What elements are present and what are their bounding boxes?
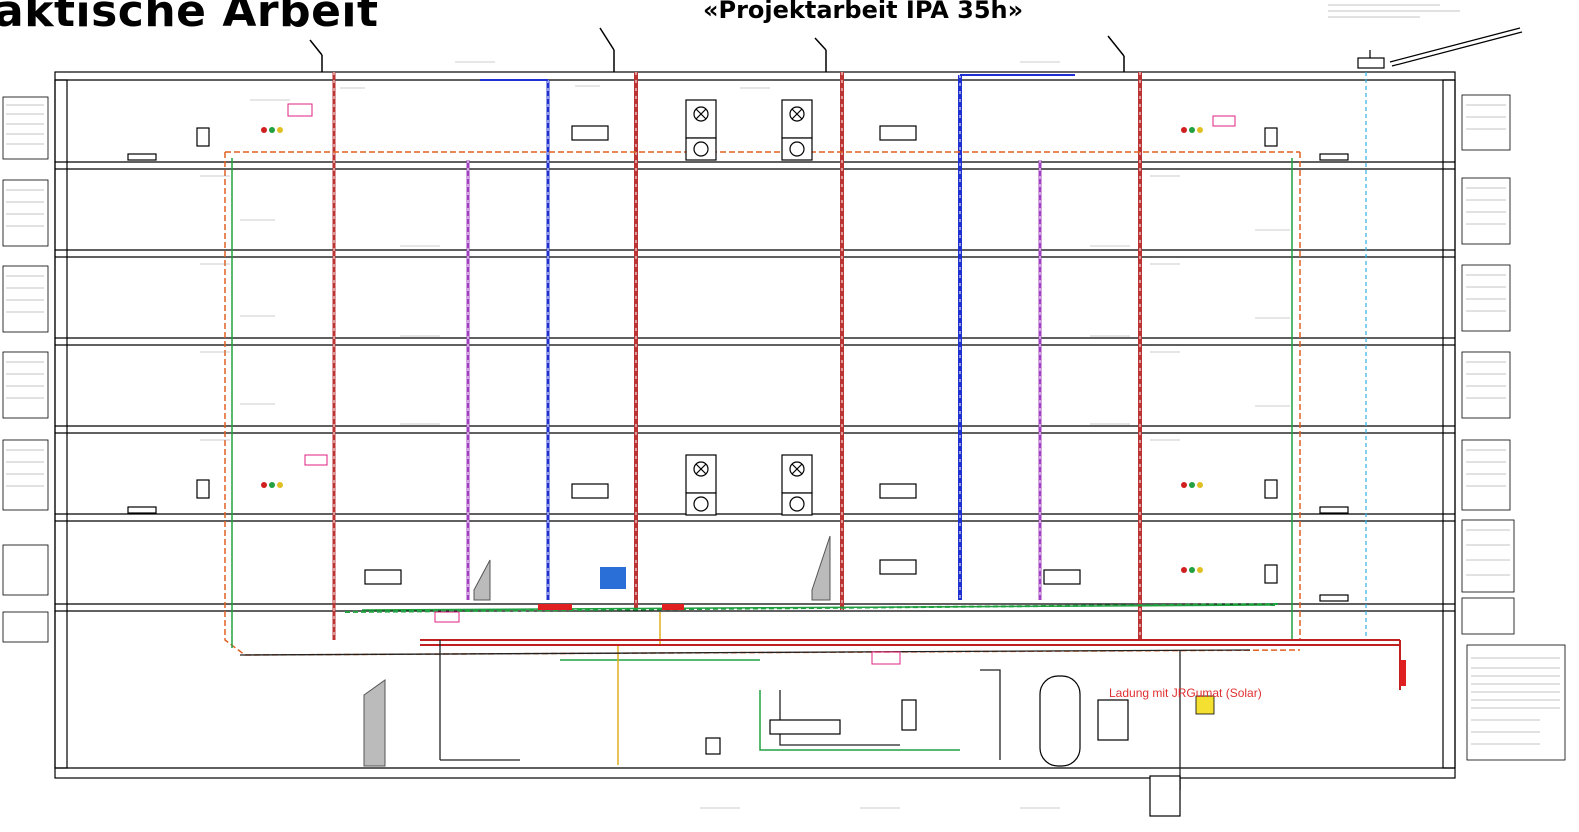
building-frame	[54, 71, 1456, 779]
yellow-line	[617, 612, 661, 765]
roof-vents	[309, 27, 1125, 72]
pink-labels	[287, 103, 1236, 665]
green-lines	[231, 158, 1293, 751]
slide-subtitle: «Projektarbeit IPA 35h»	[703, 0, 1024, 24]
basement-main-red	[420, 639, 1401, 690]
slide-title: aktische Arbeit	[0, 0, 379, 37]
riser-blue-2	[958, 74, 1075, 600]
riser-blue-1	[480, 79, 550, 600]
red-markers	[538, 604, 1406, 686]
left-legend-boxes	[2, 96, 49, 643]
valve-clusters	[261, 127, 1203, 573]
equipment	[127, 99, 1349, 817]
pump-symbol	[600, 567, 626, 589]
right-legend-boxes	[1461, 94, 1566, 761]
solar-charge-callout: Ladung mit JRGumat (Solar)	[1109, 686, 1262, 700]
warning-sign	[1195, 695, 1215, 715]
basement-piping-black	[239, 640, 1251, 790]
drains	[363, 535, 831, 767]
solar-collector	[1357, 27, 1523, 69]
green-dashed-main	[344, 603, 1281, 613]
